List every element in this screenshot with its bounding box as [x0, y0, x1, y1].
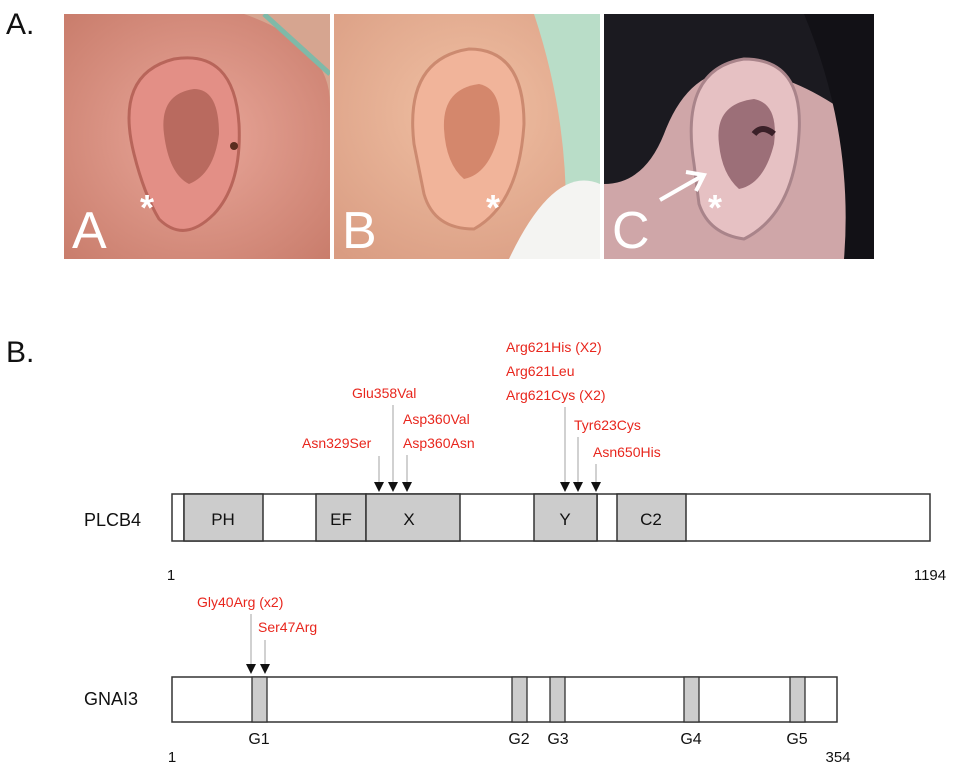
plcb4-start: 1 [167, 567, 175, 584]
arrowhead [591, 482, 601, 492]
domain-label-g1: G1 [248, 731, 269, 748]
arrowhead [374, 482, 384, 492]
mutation-label: Arg621His (X2) [506, 339, 602, 355]
domain-g5 [790, 677, 805, 722]
mutation-label: Ser47Arg [258, 619, 317, 635]
mutation-label: Arg621Cys (X2) [506, 387, 606, 403]
arrowhead [260, 664, 270, 674]
domain-label-g4: G4 [680, 731, 701, 748]
domain-label-g5: G5 [786, 731, 807, 748]
mutation-label: Asp360Asn [403, 435, 475, 451]
domain-label-ef: EF [330, 510, 352, 529]
mutation-label: Gly40Arg (x2) [197, 594, 283, 610]
domain-label-ph: PH [211, 510, 235, 529]
domain-label-y: Y [559, 510, 570, 529]
arrowhead [560, 482, 570, 492]
domain-g3 [550, 677, 565, 722]
protein-name-plcb4: PLCB4 [84, 510, 141, 530]
domain-label-c2: C2 [640, 510, 662, 529]
gnai3-end: 354 [825, 749, 850, 766]
protein-name-gnai3: GNAI3 [84, 689, 138, 709]
domain-label-x: X [403, 510, 414, 529]
mutation-label: Asn650His [593, 444, 661, 460]
gnai3-backbone [172, 677, 837, 722]
arrowhead [388, 482, 398, 492]
domain-g1 [252, 677, 267, 722]
mutation-label: Asn329Ser [302, 435, 372, 451]
arrowhead [402, 482, 412, 492]
arrowhead [246, 664, 256, 674]
gnai3-start: 1 [168, 749, 176, 766]
domain-label-g3: G3 [547, 731, 568, 748]
mutation-label: Arg621Leu [506, 363, 575, 379]
mutation-label: Asp360Val [403, 411, 470, 427]
domain-label-g2: G2 [508, 731, 529, 748]
domain-g2 [512, 677, 527, 722]
domain-g4 [684, 677, 699, 722]
plcb4-end: 1194 [914, 567, 946, 584]
arrowhead [573, 482, 583, 492]
mutation-label: Glu358Val [352, 385, 416, 401]
mutation-label: Tyr623Cys [574, 417, 641, 433]
